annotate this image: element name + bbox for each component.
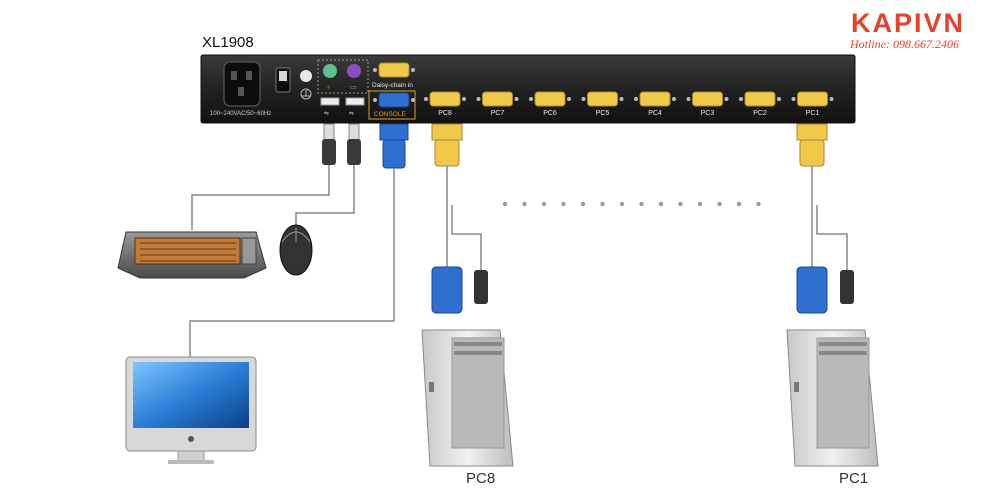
monitor-icon: [125, 356, 257, 464]
usb-port-mouse[interactable]: [320, 97, 340, 106]
port-pc2[interactable]: PC2: [739, 91, 781, 117]
ellipsis-dot: [717, 201, 722, 207]
ellipsis-dot: [522, 201, 527, 207]
port-label-pc1: PC1: [806, 110, 820, 117]
power-rating-label: 100~240VAC/50~60Hz: [210, 111, 271, 117]
console-vga-port[interactable]: [373, 92, 415, 108]
svg-text:⇋: ⇋: [324, 111, 329, 117]
svg-text:⇋: ⇋: [349, 111, 354, 117]
pc1-usb-plug: [840, 270, 854, 304]
ellipsis-dot: [580, 201, 586, 207]
port-pc7[interactable]: PC7: [476, 91, 519, 117]
ground-icon: [300, 70, 312, 100]
pc8-usb-plug: [474, 270, 488, 304]
kvm-back-panel: [200, 54, 856, 124]
port-label-pc6: PC6: [543, 110, 557, 117]
port-pc1[interactable]: PC1: [791, 91, 834, 117]
port-pc8[interactable]: PC8: [424, 91, 466, 117]
port-pc6[interactable]: PC6: [529, 91, 571, 117]
ellipsis-dot: [561, 201, 566, 207]
brand-logo: KAPIVN: [851, 8, 966, 38]
ps2-keyboard-port[interactable]: [347, 64, 361, 78]
usb-plug-icon: [322, 123, 361, 165]
port-pc4[interactable]: PC4: [634, 91, 676, 117]
ellipsis-dot: [736, 201, 742, 207]
mouse-port-icon: ♁: [326, 84, 331, 91]
keyboard-icon: [117, 231, 267, 279]
ellipsis-dot: [639, 201, 644, 207]
svg-text:▭: ▭: [350, 84, 357, 91]
port-label-pc8: PC8: [438, 110, 452, 117]
device-model-title: XL1908: [202, 34, 254, 51]
ellipsis-dot: [619, 201, 625, 207]
mouse-icon: [279, 224, 313, 276]
ellipsis-dot: [600, 201, 605, 207]
port-pc5[interactable]: PC5: [581, 91, 624, 117]
vga-plug-icon: [379, 123, 409, 169]
port-label-pc7: PC7: [491, 110, 505, 117]
console-label: CONSOLE: [374, 111, 406, 118]
ellipsis-dot: [658, 201, 664, 207]
ellipsis-dot: [502, 201, 508, 207]
pc8-vga-plug: [431, 266, 463, 314]
pc8-label: PC8: [466, 470, 496, 487]
port-label-pc5: PC5: [596, 110, 610, 117]
port-label-pc4: PC4: [648, 110, 662, 117]
pc1-label: PC1: [839, 470, 869, 487]
port-label-pc3: PC3: [701, 110, 715, 117]
power-socket-icon: [223, 61, 261, 107]
vga-plug-icon: [796, 123, 828, 167]
daisy-chain-label: Daisy-chain in: [372, 82, 413, 89]
brand-hotline: Hotline: 098.667.2406: [850, 37, 959, 51]
ellipsis-dot: [756, 201, 761, 207]
pc1-vga-plug: [796, 266, 828, 314]
rocker-switch-icon[interactable]: [275, 67, 291, 93]
tower-pc-icon: [786, 329, 879, 467]
port-pc3[interactable]: PC3: [686, 91, 729, 117]
port-label-pc2: PC2: [753, 110, 767, 117]
ellipsis-dot: [541, 201, 547, 207]
ellipsis-dot: [697, 201, 703, 207]
daisy-chain-port[interactable]: [373, 62, 415, 78]
ellipsis-dot: [678, 201, 683, 207]
ps2-mouse-port[interactable]: [323, 64, 337, 78]
usb-port-keyboard[interactable]: [345, 97, 365, 106]
vga-plug-icon: [431, 123, 463, 167]
tower-pc-icon: [421, 329, 514, 467]
